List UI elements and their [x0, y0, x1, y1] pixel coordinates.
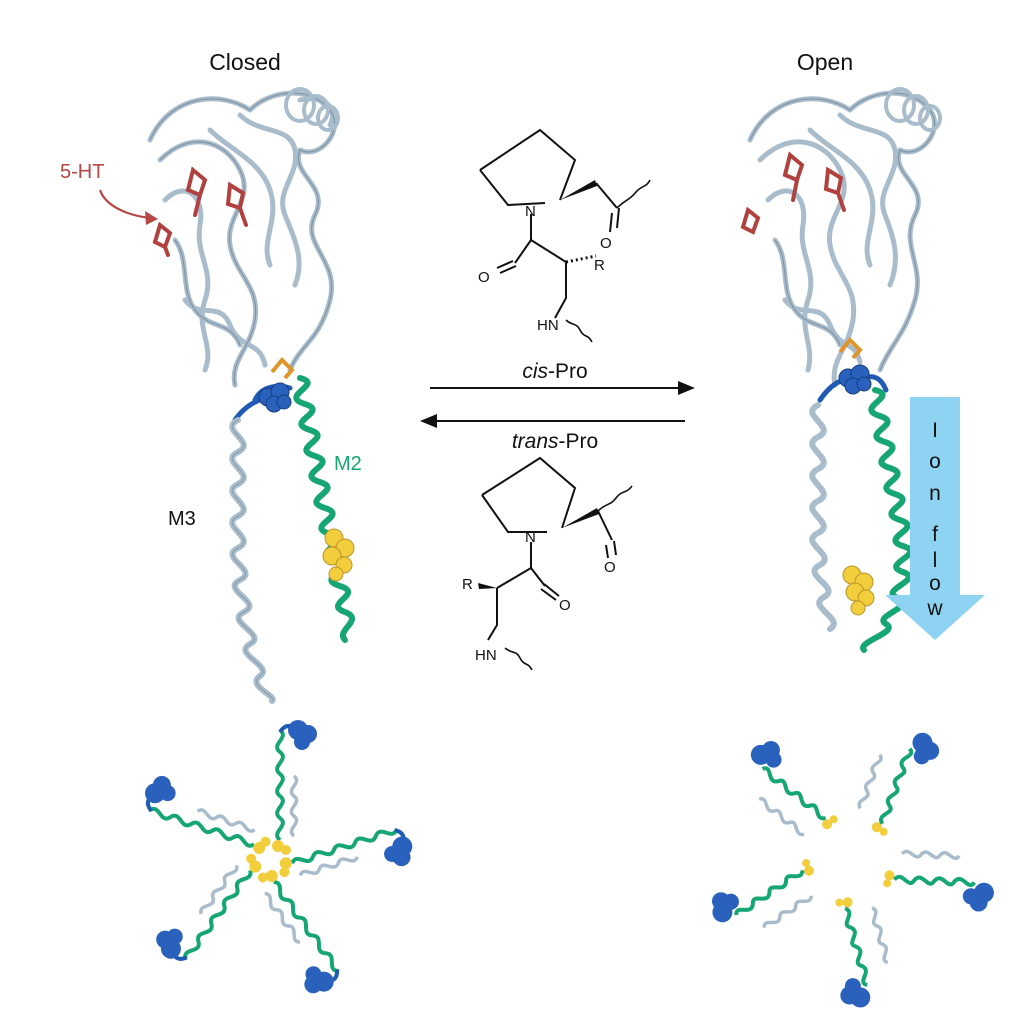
closed-leucine-spheres — [322, 528, 355, 582]
cis-r-group: R — [594, 257, 605, 274]
trans-pro-suffix: -Pro — [559, 430, 599, 453]
closed-subunit — [279, 828, 413, 878]
trans-proline-atom-labels: N O O R HN — [462, 529, 616, 664]
m3-label: M3 — [168, 508, 196, 530]
closed-proline-sphere — [258, 382, 292, 413]
ion-flow-letter: f — [932, 523, 938, 546]
closed-structure: 5-HT M3 M2 — [60, 87, 362, 704]
trans-r-group: R — [462, 576, 473, 593]
equilibrium-arrows — [420, 381, 695, 428]
trans-o-atom-amide: O — [559, 597, 571, 614]
ion-flow-letter: o — [929, 572, 941, 595]
open-extracellular-outline — [749, 92, 936, 371]
open-pentamer-top-view — [711, 732, 994, 1008]
open-subunit — [835, 897, 889, 1008]
ion-flow-label: I o n f l o w — [926, 419, 943, 620]
ion-flow-letter: l — [933, 549, 938, 572]
open-subunit — [750, 741, 838, 837]
reverse-arrowhead — [420, 414, 437, 428]
open-proline-sphere — [838, 364, 872, 395]
cis-o-atom-amide: O — [478, 269, 490, 286]
closed-5ht-ligand-sticks — [152, 166, 248, 257]
closed-subunit — [272, 720, 317, 855]
cis-proline-structure — [479, 128, 651, 343]
closed-m3-helix-edge — [231, 419, 274, 702]
cis-hn-group: HN — [537, 317, 559, 334]
closed-m2-helix — [293, 375, 355, 643]
trans-hn-group: HN — [475, 647, 497, 664]
open-extracellular-domain — [747, 90, 938, 388]
ion-flow-arrow — [885, 397, 985, 640]
cis-n-atom: N — [525, 203, 536, 220]
closed-pentamer-top-view — [145, 720, 413, 994]
closed-subunit — [257, 870, 340, 994]
open-disulfide-sticks — [838, 337, 863, 360]
closed-top-helix-loops — [284, 87, 340, 132]
closed-state-label: Closed — [209, 49, 281, 75]
open-m3-helix — [809, 402, 837, 632]
closed-extracellular-domain — [147, 90, 338, 388]
cis-italic: cis — [522, 360, 548, 383]
trans-italic: trans — [512, 430, 559, 453]
open-structure: I o n f l o w — [740, 87, 985, 653]
cis-o-atom-carbonyl: O — [600, 235, 612, 252]
open-leucine-spheres — [842, 565, 875, 616]
open-5ht-ligand-sticks — [740, 151, 846, 235]
trans-pro-label: trans-Pro — [512, 430, 598, 453]
m2-label: M2 — [334, 453, 362, 475]
trans-proline-structure — [478, 456, 633, 671]
closed-disulfide-sticks — [270, 357, 295, 380]
ion-flow-letter: o — [929, 450, 941, 473]
ion-flow-letter: w — [926, 597, 943, 620]
trans-o-atom-carbonyl: O — [604, 559, 616, 576]
forward-arrowhead — [678, 381, 695, 395]
cis-pro-suffix: -Pro — [548, 360, 588, 383]
open-top-helix-loops — [884, 87, 942, 132]
closed-extracellular-outline — [149, 92, 336, 386]
ligand-pointer-arrowhead — [145, 211, 158, 225]
cis-pro-label: cis-Pro — [522, 360, 587, 383]
open-subunit — [883, 849, 994, 912]
ligand-5ht-label: 5-HT — [60, 161, 104, 183]
closed-subunit — [145, 775, 271, 855]
closed-subunit — [156, 853, 262, 961]
open-subunit — [857, 732, 940, 836]
ion-flow-letter: I — [932, 419, 938, 442]
cis-proline-atom-labels: N O O R HN — [478, 203, 612, 334]
ligand-pointer-arrow — [98, 189, 151, 220]
trans-n-atom: N — [525, 529, 536, 546]
ion-flow-letter: n — [929, 482, 941, 505]
open-state-label: Open — [797, 49, 853, 75]
open-subunit — [711, 859, 815, 928]
